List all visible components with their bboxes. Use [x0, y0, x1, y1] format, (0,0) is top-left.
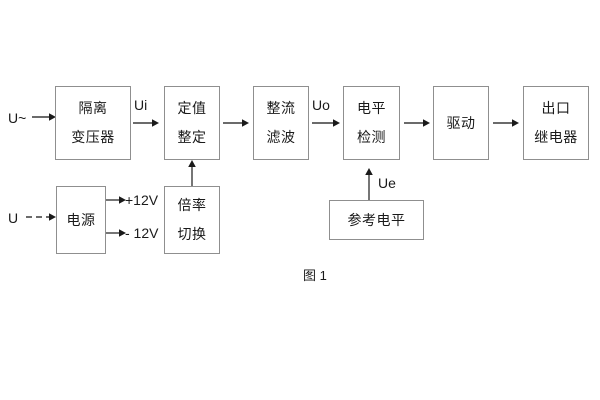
arrow-input-dc-to-power-supply	[26, 211, 56, 223]
block-setting-value-line-2: 整定	[177, 129, 207, 145]
block-power-supply-line-1: 电源	[66, 211, 96, 228]
arrow-setting-value-to-rectify-filter	[223, 117, 249, 129]
block-setting-value-line-1: 定值	[177, 100, 207, 117]
arrow-rail-negative	[106, 227, 126, 239]
arrow-level-detection-to-drive	[404, 117, 430, 129]
signal-label-uo: Uo	[312, 97, 330, 113]
rail-label-positive: +12V	[125, 192, 159, 208]
block-setting-value: 定值 整定	[164, 86, 220, 160]
arrow-rail-positive	[106, 194, 126, 206]
block-rectify-filter: 整流 滤波	[253, 86, 309, 160]
arrow-drive-to-output-relay	[493, 117, 519, 129]
block-output-relay-line-1: 出口	[541, 100, 571, 117]
block-isolation-transformer-line-2: 变压器	[71, 129, 115, 145]
block-level-detection-line-2: 检测	[357, 129, 386, 145]
input-label-dc: U	[8, 210, 19, 226]
figure-caption: 图 1	[303, 268, 327, 283]
block-level-detection: 电平 检测	[343, 86, 400, 160]
rail-label-negative: - 12V	[125, 225, 159, 241]
input-label-ac: U~	[8, 110, 27, 126]
block-rectify-filter-line-2: 滤波	[266, 129, 296, 145]
block-rectify-filter-line-1: 整流	[266, 100, 296, 117]
arrow-input-to-isolation-transformer	[32, 111, 56, 123]
signal-label-ui: Ui	[134, 97, 148, 113]
arrow-multiplier-switch-to-setting-value	[186, 160, 198, 186]
block-power-supply: 电源	[56, 186, 106, 254]
block-drive: 驱动	[433, 86, 489, 160]
arrow-rectify-filter-to-level-detection	[312, 117, 340, 129]
block-multiplier-switch: 倍率 切换	[164, 186, 220, 254]
arrow-isolation-transformer-to-setting-value	[133, 117, 159, 129]
block-output-relay-line-2: 继电器	[534, 129, 578, 145]
block-level-detection-line-1: 电平	[357, 100, 386, 117]
block-reference-level: 参考电平	[329, 200, 424, 240]
block-drive-line-1: 驱动	[446, 114, 476, 131]
signal-label-ue: Ue	[378, 175, 396, 191]
block-reference-level-line-1: 参考电平	[347, 211, 406, 228]
block-isolation-transformer: 隔离 变压器	[55, 86, 131, 160]
block-output-relay: 出口 继电器	[523, 86, 589, 160]
block-isolation-transformer-line-1: 隔离	[78, 100, 108, 117]
arrow-reference-level-to-level-detection	[363, 168, 375, 200]
block-multiplier-switch-line-1: 倍率	[177, 197, 207, 214]
block-multiplier-switch-line-2: 切换	[177, 226, 207, 242]
